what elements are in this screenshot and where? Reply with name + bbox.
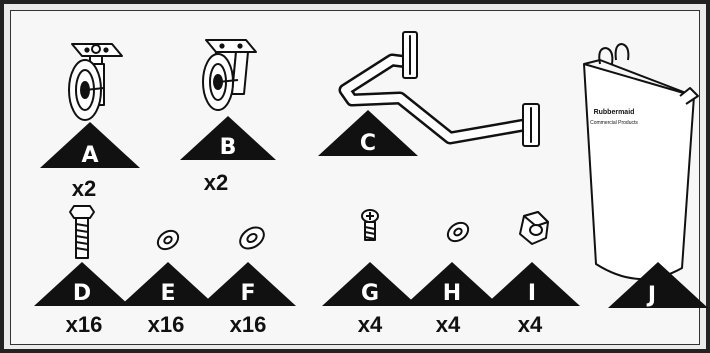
part-b-letter: B: [220, 135, 237, 160]
washer-icon: [236, 223, 268, 253]
part-e-quantity: x16: [148, 312, 185, 337]
washer-icon: [154, 227, 181, 253]
bag-brand: Rubbermaid: [594, 109, 635, 116]
part-d-letter: D: [73, 281, 91, 306]
part-a-quantity: x2: [72, 176, 96, 201]
phillips-screw-icon: [362, 210, 378, 240]
part-b: B x2: [180, 40, 276, 195]
part-a-letter: A: [81, 143, 98, 168]
part-j: Rubbermaid Commercial Products J: [584, 44, 708, 308]
part-c: C: [318, 32, 539, 156]
rigid-caster-icon: [203, 40, 256, 110]
part-h-letter: H: [443, 281, 461, 306]
part-d-quantity: x16: [66, 312, 103, 337]
part-i-letter: I: [528, 281, 536, 306]
part-h-quantity: x4: [436, 312, 461, 337]
part-b-quantity: x2: [204, 170, 228, 195]
part-e: E x16: [120, 227, 216, 337]
part-g: G x4: [322, 210, 418, 337]
washer-icon: [444, 219, 471, 245]
part-i-quantity: x4: [518, 312, 543, 337]
part-f-quantity: x16: [230, 312, 267, 337]
part-g-quantity: x4: [358, 312, 383, 337]
bag-icon: Rubbermaid Commercial Products: [584, 44, 698, 279]
bag-subtitle: Commercial Products: [590, 120, 638, 126]
swivel-caster-icon: [69, 44, 122, 120]
part-f: F x16: [200, 223, 296, 337]
hex-bolt-icon: [70, 206, 94, 258]
hex-nut-icon: [520, 212, 548, 244]
part-i: I x4: [484, 212, 580, 337]
part-c-letter: C: [360, 131, 376, 156]
part-f-letter: F: [240, 281, 255, 306]
part-h: H x4: [404, 219, 500, 337]
part-d: D x16: [34, 206, 130, 337]
part-e-letter: E: [160, 281, 175, 306]
part-g-letter: G: [361, 281, 379, 306]
part-j-letter: J: [646, 283, 656, 308]
part-a: A x2: [40, 44, 140, 201]
